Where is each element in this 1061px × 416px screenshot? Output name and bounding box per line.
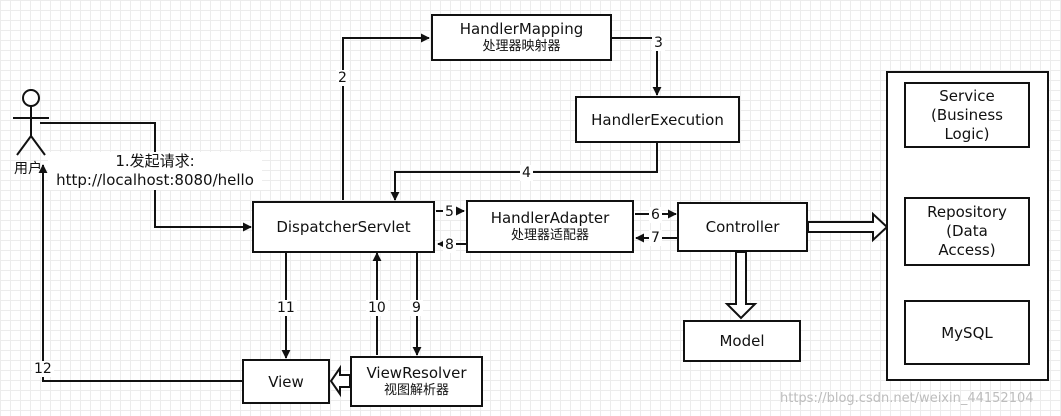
view-resolver-node: ViewResolver 视图解析器 xyxy=(350,356,483,407)
handler-adapter-title: HandlerAdapter xyxy=(490,209,610,227)
service-node: Service (Business Logic) xyxy=(904,82,1030,148)
step-label-4: 4 xyxy=(520,165,533,181)
step-label-5: 5 xyxy=(443,204,456,220)
handler-execution-node: HandlerExecution xyxy=(575,96,740,143)
mysql-node: MySQL xyxy=(904,300,1030,365)
dispatcher-servlet-node: DispatcherServlet xyxy=(252,201,435,253)
handler-mapping-node: HandlerMapping 处理器映射器 xyxy=(431,14,612,61)
repository-title: Repository (Data Access) xyxy=(927,203,1007,259)
step-label-2: 2 xyxy=(336,70,349,86)
handler-adapter-node: HandlerAdapter 处理器适配器 xyxy=(466,200,634,253)
step-label-10: 10 xyxy=(366,300,388,316)
hollow-arrow-controller-to-model xyxy=(724,251,758,320)
handler-adapter-subtitle: 处理器适配器 xyxy=(510,228,589,243)
model-title: Model xyxy=(719,332,765,350)
request-url: http://localhost:8080/hello xyxy=(56,171,254,189)
arrow-2 xyxy=(342,33,430,200)
repository-node: Repository (Data Access) xyxy=(904,197,1030,266)
model-node: Model xyxy=(683,320,801,362)
arrow-12 xyxy=(38,164,242,382)
controller-title: Controller xyxy=(705,218,780,236)
step-label-7: 7 xyxy=(649,230,662,246)
step-label-9: 9 xyxy=(410,300,423,316)
user-label: 用户 xyxy=(14,161,42,177)
step-label-11: 11 xyxy=(275,300,297,316)
hollow-arrow-controller-to-backend xyxy=(807,211,889,243)
watermark: https://blog.csdn.net/weixin_44152104 xyxy=(780,391,1034,406)
view-resolver-subtitle: 视图解析器 xyxy=(383,383,449,398)
user-actor-icon xyxy=(13,89,49,156)
handler-execution-title: HandlerExecution xyxy=(591,110,724,129)
hollow-arrow-viewresolver-to-view xyxy=(329,364,351,398)
step-label-12: 12 xyxy=(32,361,54,377)
step-label-6: 6 xyxy=(649,207,662,223)
arrow-3 xyxy=(612,37,662,96)
view-title: View xyxy=(268,372,304,391)
controller-node: Controller xyxy=(677,202,808,252)
view-resolver-title: ViewResolver xyxy=(366,364,467,382)
handler-mapping-title: HandlerMapping xyxy=(459,20,584,38)
service-title: Service (Business Logic) xyxy=(931,86,1003,143)
step-label-8: 8 xyxy=(443,237,456,253)
mysql-title: MySQL xyxy=(941,323,993,342)
step-label-3: 3 xyxy=(652,35,665,51)
request-step: 1.发起请求: xyxy=(115,152,195,170)
handler-mapping-subtitle: 处理器映射器 xyxy=(482,39,561,54)
dispatcher-servlet-title: DispatcherServlet xyxy=(276,218,411,236)
view-node: View xyxy=(242,359,330,404)
request-label: 1.发起请求: http://localhost:8080/hello xyxy=(48,152,262,190)
